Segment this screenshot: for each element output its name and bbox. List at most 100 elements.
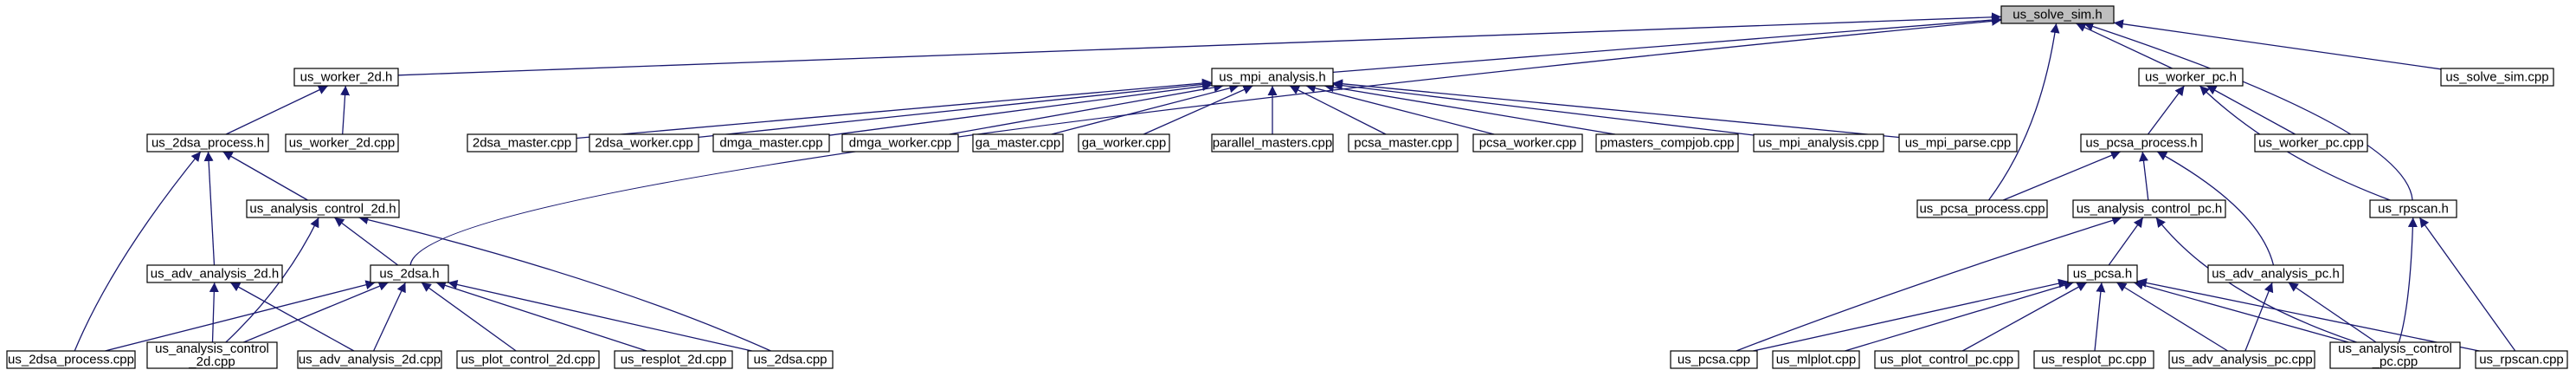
node-us-pcsa-cpp[interactable]: us_pcsa.cpp <box>1670 350 1758 369</box>
node-2dsa-master-cpp[interactable]: 2dsa_master.cpp <box>467 133 577 153</box>
node-box <box>589 133 699 153</box>
node-box <box>1211 68 1334 87</box>
node-pcsa-master-cpp[interactable]: pcsa_master.cpp <box>1348 133 1459 153</box>
node-us-2dsa-process-cpp[interactable]: us_2dsa_process.cpp <box>6 350 136 369</box>
node-us-analysis-control-pc-cpp[interactable]: us_analysis_control_pc.cpp <box>2329 341 2461 369</box>
node-us-mpi-analysis-h[interactable]: us_mpi_analysis.h <box>1211 68 1334 87</box>
node-label: us_rpscan.cpp <box>2479 353 2564 367</box>
node-box <box>246 199 400 218</box>
node-label: us_solve_sim.h <box>2012 8 2102 23</box>
node-us-pcsa-h[interactable]: us_pcsa.h <box>2067 264 2138 283</box>
node-us-2dsa-process-h[interactable]: us_2dsa_process.h <box>146 133 269 153</box>
node-label: us_resplot_2d.cpp <box>621 353 727 367</box>
edge-us_analysis_control_pc_h-to-us_pcsa_process_h <box>2139 151 2149 201</box>
node-us-worker-pc-cpp[interactable]: us_worker_pc.cpp <box>2254 133 2368 153</box>
node-box <box>2475 350 2568 369</box>
edge-us_analysis_control_pc_cpp-to-us_pcsa_h <box>2133 280 2349 343</box>
node-label: pcsa_worker.cpp <box>1479 136 1577 151</box>
node-us-plot-control-2d-cpp[interactable]: us_plot_control_2d.cpp <box>456 350 600 369</box>
node-dmga-master-cpp[interactable]: dmga_master.cpp <box>712 133 830 153</box>
node-us-analysis-control-pc-h[interactable]: us_analysis_control_pc.h <box>2072 199 2226 218</box>
edge-ga_master_cpp-to-us_mpi_analysis_h <box>1051 83 1240 135</box>
node-label: us_pcsa.h <box>2073 267 2132 282</box>
node-dmga-worker-cpp[interactable]: dmga_worker.cpp <box>841 133 959 153</box>
edge-us_rpscan_cpp-to-us_rpscan_h <box>2418 217 2516 352</box>
node-us-adv-analysis-2d-h[interactable]: us_adv_analysis_2d.h <box>146 264 283 283</box>
node-us-adv-analysis-pc-cpp[interactable]: us_adv_analysis_pc.cpp <box>2168 350 2315 369</box>
node-box <box>1211 133 1334 153</box>
node-us-rpscan-h[interactable]: us_rpscan.h <box>2369 199 2457 218</box>
node-us-resplot-pc-cpp[interactable]: us_resplot_pc.cpp <box>2033 350 2154 369</box>
node-box <box>1078 133 1170 153</box>
node-box <box>285 133 399 153</box>
node-box <box>2369 199 2457 218</box>
node-label: us_rpscan.h <box>2378 202 2449 217</box>
node-label: us_2dsa.h <box>379 267 439 282</box>
node-us-pcsa-process-h[interactable]: us_pcsa_process.h <box>2080 133 2203 153</box>
node-pmasters-compjob-cpp[interactable]: pmasters_compjob.cpp <box>1595 133 1739 153</box>
node-box <box>1874 350 2019 369</box>
node-us-2dsa-h[interactable]: us_2dsa.h <box>370 264 449 283</box>
node-us-rpscan-cpp[interactable]: us_rpscan.cpp <box>2475 350 2568 369</box>
edge-us_analysis_control_pc_cpp-to-us_rpscan_h <box>2398 217 2418 343</box>
node-box <box>2000 5 2115 24</box>
edge-us_plot_control_2d_cpp-to-us_2dsa_h <box>421 282 517 352</box>
edge-us_2dsa_process_cpp-to-us_2dsa_h <box>105 280 376 352</box>
node-us-mlplot-cpp[interactable]: us_mlplot.cpp <box>1772 350 1860 369</box>
node-us-adv-analysis-2d-cpp[interactable]: us_adv_analysis_2d.cpp <box>297 350 442 369</box>
edge-us_plot_control_pc_cpp-to-us_pcsa_h <box>1961 282 2088 352</box>
node-pcsa-worker-cpp[interactable]: pcsa_worker.cpp <box>1472 133 1583 153</box>
node-ga-worker-cpp[interactable]: ga_worker.cpp <box>1078 133 1170 153</box>
node-box <box>1472 133 1583 153</box>
node-label: us_analysis_control <box>2338 341 2452 356</box>
node-box <box>1772 350 1860 369</box>
node-us-solve-sim-cpp[interactable]: us_solve_sim.cpp <box>2440 68 2554 87</box>
edge-us_analysis_control_pc_cpp-to-us_adv_analysis_pc_h <box>2288 282 2377 343</box>
edge-us_rpscan_h-to-us_solve_sim_h <box>2083 22 2413 201</box>
edge-us_2dsa_h-to-us_solve_sim_h <box>409 16 2002 266</box>
node-box <box>614 350 733 369</box>
node-us-solve-sim-h[interactable]: us_solve_sim.h <box>2000 5 2115 24</box>
node-label: pmasters_compjob.cpp <box>1600 136 1734 151</box>
node-us-worker-pc-h[interactable]: us_worker_pc.h <box>2138 68 2244 87</box>
edge-us_analysis_control_2d_h-to-us_2dsa_process_h <box>222 151 308 201</box>
edge-us_rpscan_cpp-to-us_pcsa_h <box>2136 278 2480 352</box>
edge-us_pcsa_cpp-to-us_pcsa_h <box>1753 278 2069 352</box>
node-label: us_pcsa.cpp <box>1678 353 1750 367</box>
edge-us_2dsa_h-to-us_analysis_control_2d_h <box>333 217 399 266</box>
node-label: ga_master.cpp <box>976 136 1060 151</box>
node-label: us_plot_control_2d.cpp <box>460 353 595 367</box>
node-box <box>2080 133 2203 153</box>
node-parallel-masters-cpp[interactable]: parallel_masters.cpp <box>1211 133 1334 153</box>
edge-us_2dsa_process_cpp-to-us_2dsa_process_h <box>74 151 202 352</box>
node-us-mpi-parse-cpp[interactable]: us_mpi_parse.cpp <box>1898 133 2018 153</box>
node-us-2dsa-cpp[interactable]: us_2dsa.cpp <box>747 350 834 369</box>
node-box <box>2440 68 2554 87</box>
node-us-worker-2d-cpp[interactable]: us_worker_2d.cpp <box>285 133 399 153</box>
node-box <box>2168 350 2315 369</box>
node-label: dmga_worker.cpp <box>849 136 951 151</box>
node-label: us_mpi_analysis.cpp <box>1758 136 1878 151</box>
node-label: us_adv_analysis_pc.h <box>2212 267 2340 282</box>
node-label: ga_worker.cpp <box>1082 136 1167 151</box>
node-us-analysis-control-2d-cpp[interactable]: us_analysis_control_2d.cpp <box>146 341 278 369</box>
node-label: parallel_masters.cpp <box>1213 136 1332 151</box>
node-box <box>467 133 577 153</box>
edge-us_pcsa_process_h-to-us_worker_pc_h <box>2147 85 2186 135</box>
node-box <box>146 264 283 283</box>
node-us-plot-control-pc-cpp[interactable]: us_plot_control_pc.cpp <box>1874 350 2019 369</box>
edge-us_adv_analysis_2d_cpp-to-us_2dsa_h <box>373 282 406 352</box>
node-us-resplot-2d-cpp[interactable]: us_resplot_2d.cpp <box>614 350 733 369</box>
node-ga-master-cpp[interactable]: ga_master.cpp <box>972 133 1064 153</box>
node-label: dmga_master.cpp <box>719 136 822 151</box>
node-us-worker-2d-h[interactable]: us_worker_2d.h <box>293 68 399 87</box>
edge-us_pcsa_h-to-us_analysis_control_pc_h <box>2108 217 2144 266</box>
node-us-pcsa-process-cpp[interactable]: us_pcsa_process.cpp <box>1916 199 2048 218</box>
node-us-mpi-analysis-cpp[interactable]: us_mpi_analysis.cpp <box>1753 133 1884 153</box>
edge-us_2dsa_cpp-to-us_2dsa_h <box>448 280 752 352</box>
node-us-analysis-control-2d-h[interactable]: us_analysis_control_2d.h <box>246 199 400 218</box>
edge-us_mpi_parse_cpp-to-us_mpi_analysis_h <box>1332 79 1900 139</box>
node-us-adv-analysis-pc-h[interactable]: us_adv_analysis_pc.h <box>2207 264 2344 283</box>
node-2dsa-worker-cpp[interactable]: 2dsa_worker.cpp <box>589 133 699 153</box>
